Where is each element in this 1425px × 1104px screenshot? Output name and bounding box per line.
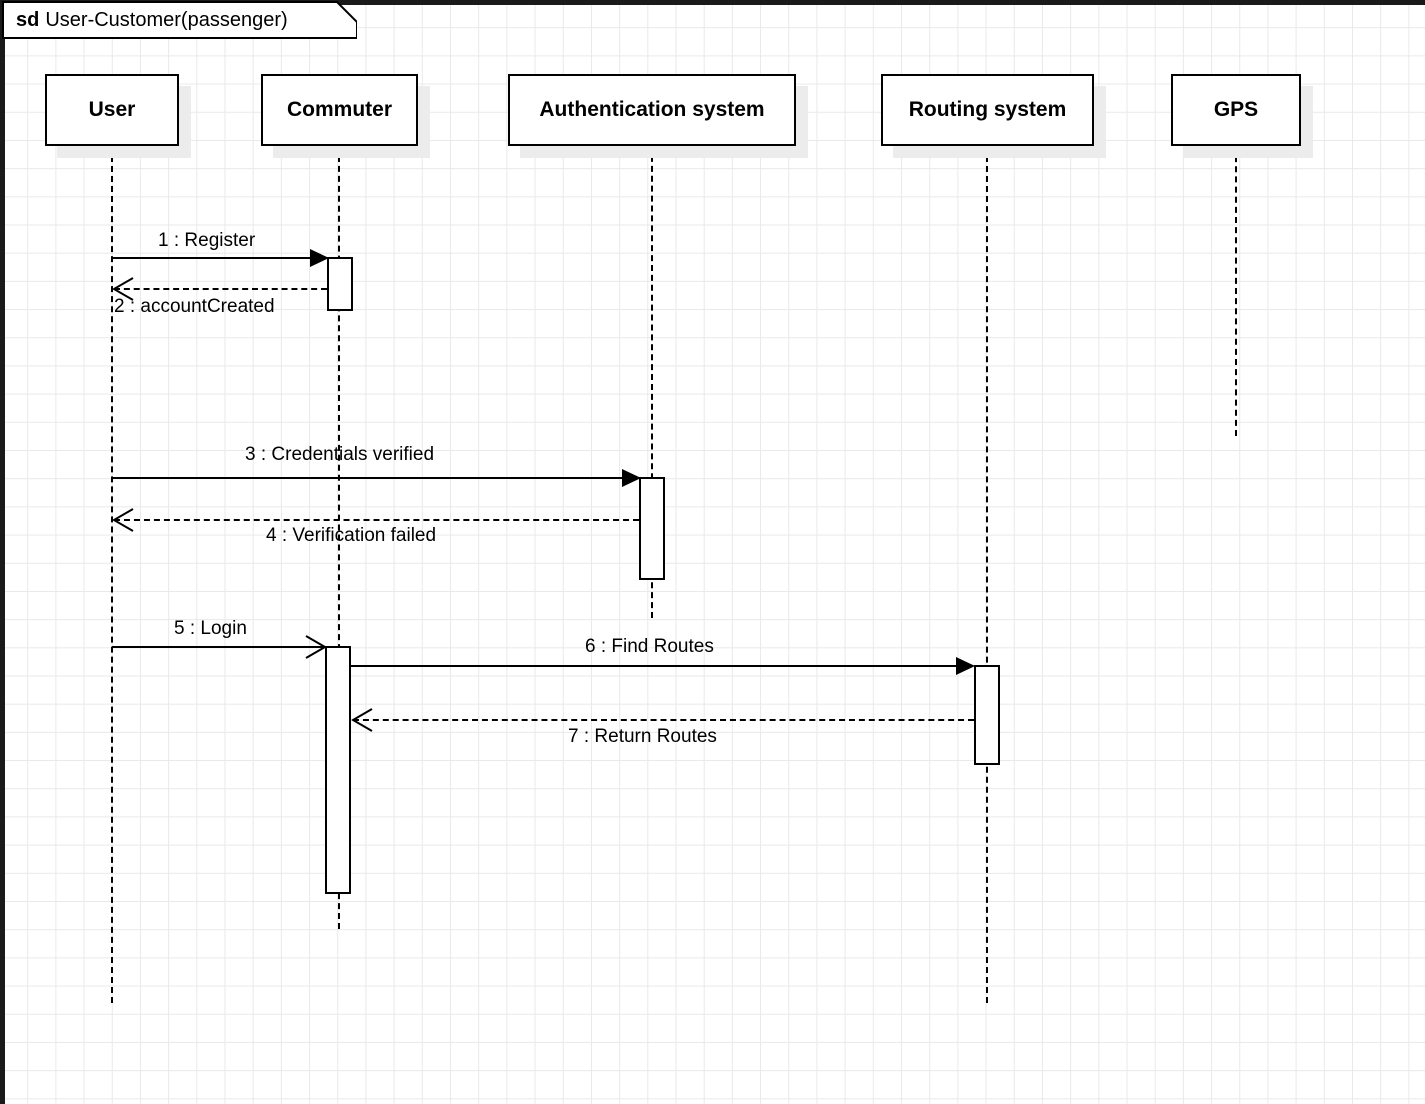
message-label-6: 6 : Find Routes: [585, 636, 714, 657]
message-arrowhead-7-open: [351, 707, 373, 738]
lifeline-label-commuter: Commuter: [286, 98, 392, 121]
lifeline-head-user[interactable]: User: [45, 74, 179, 146]
message-arrowhead-3-filled: [622, 466, 642, 495]
frame-keyword: sd: [16, 9, 40, 31]
message-arrowhead-5-open: [305, 634, 327, 665]
message-line-2[interactable]: [114, 288, 327, 290]
lifeline-line-gps: [1235, 146, 1237, 436]
lifeline-head-commuter[interactable]: Commuter: [261, 74, 418, 146]
activation-bar-commuter-register: [327, 257, 353, 311]
lifeline-line-routing-system: [986, 146, 988, 1003]
lifeline-head-gps[interactable]: GPS: [1171, 74, 1301, 146]
message-line-6[interactable]: [351, 665, 958, 667]
message-label-7: 7 : Return Routes: [568, 726, 717, 747]
message-label-3: 3 : Credentials verified: [245, 444, 435, 465]
frame-name: User-Customer(passenger): [45, 9, 288, 31]
lifeline-label-user: User: [88, 98, 136, 121]
lifeline-label-authentication-system: Authentication system: [539, 98, 765, 121]
message-arrowhead-6-filled: [956, 654, 976, 683]
message-line-5[interactable]: [112, 646, 325, 648]
lifeline-label-routing-system: Routing system: [908, 98, 1067, 121]
activation-bar-authentication-verify: [639, 477, 665, 580]
lifeline-line-authentication-system: [651, 146, 653, 618]
message-label-5: 5 : Login: [174, 618, 247, 639]
message-label-2: 2 : accountCreated: [114, 296, 275, 317]
activation-bar-commuter-login: [325, 646, 351, 894]
message-line-1[interactable]: [112, 257, 312, 259]
frame-border-top: [0, 0, 1425, 5]
lifeline-line-commuter: [338, 146, 340, 929]
lifeline-label-gps: GPS: [1213, 98, 1259, 121]
message-line-7[interactable]: [353, 719, 974, 721]
activation-bar-routing-find-routes: [974, 665, 1000, 765]
message-label-4: 4 : Verification failed: [266, 525, 437, 546]
lifeline-head-authentication-system[interactable]: Authentication system: [508, 74, 796, 146]
frame-border-left: [0, 0, 5, 1104]
lifeline-line-user: [111, 146, 113, 1003]
lifeline-head-routing-system[interactable]: Routing system: [881, 74, 1094, 146]
message-arrowhead-4-open: [112, 507, 134, 538]
message-line-3[interactable]: [112, 477, 624, 479]
message-arrowhead-1-filled: [310, 246, 330, 275]
message-line-4[interactable]: [114, 519, 639, 521]
message-label-1: 1 : Register: [158, 230, 256, 251]
message-arrowhead-2-open: [112, 276, 134, 307]
